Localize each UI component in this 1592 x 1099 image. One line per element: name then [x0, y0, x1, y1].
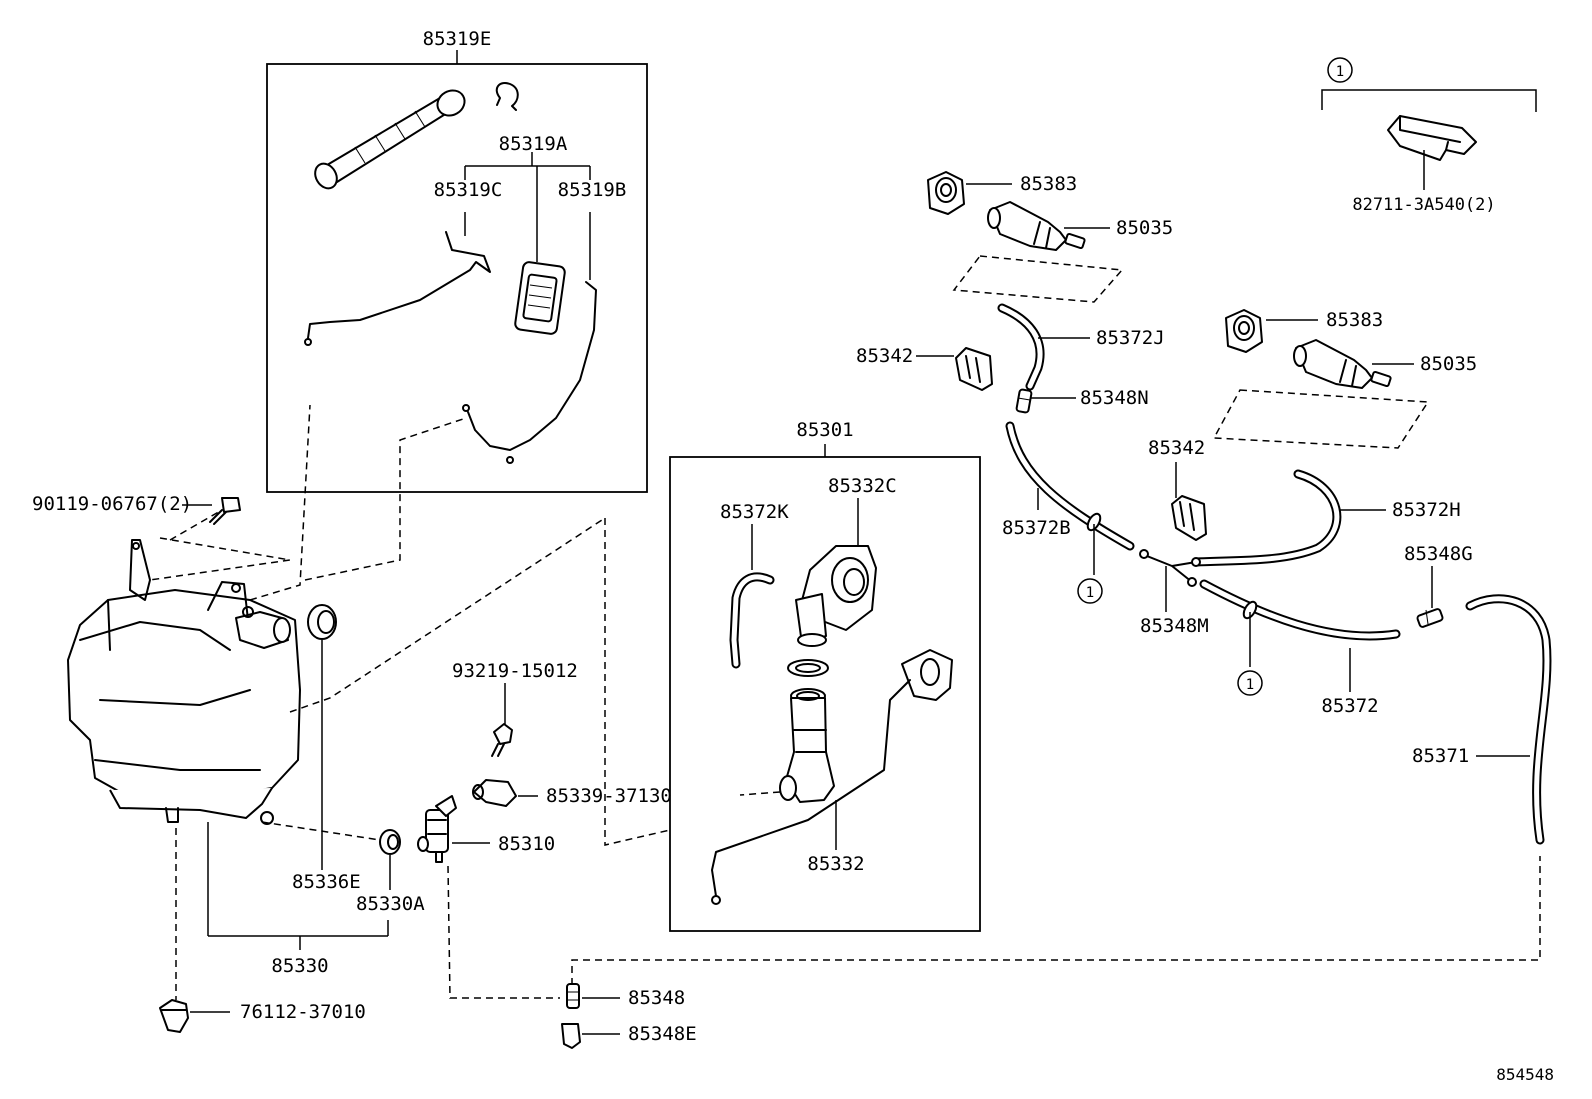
label-93219[interactable]: 93219-15012 [452, 660, 578, 682]
label-85310[interactable]: 85310 [498, 833, 555, 855]
label-85330[interactable]: 85330 [271, 955, 328, 977]
label-76112[interactable]: 76112-37010 [240, 1001, 366, 1023]
hose-85372-part[interactable] [1199, 579, 1401, 641]
filler-neck-85332c-part[interactable] [795, 545, 877, 647]
washer-tank-group: 90119-06767(2) [32, 404, 671, 1033]
washer-tank-part[interactable] [67, 539, 301, 825]
clip-76112-part[interactable] [159, 999, 189, 1033]
label-85372k[interactable]: 85372K [720, 501, 789, 523]
joint-85348-part[interactable] [566, 983, 580, 1009]
label-85348[interactable]: 85348 [628, 987, 685, 1009]
clip-85342-left-part[interactable] [955, 347, 993, 391]
label-85371[interactable]: 85371 [1412, 745, 1469, 767]
nozzle-hose-group: 85383 85035 85372J 85342 85348N [856, 57, 1552, 845]
label-85319e[interactable]: 85319E [423, 28, 492, 50]
label-85319a[interactable]: 85319A [499, 133, 568, 155]
label-85372j[interactable]: 85372J [1096, 327, 1165, 349]
wire-85319b[interactable] [467, 281, 597, 451]
hose-85372k-part[interactable] [729, 572, 775, 669]
clip-85342-right-part[interactable] [1171, 495, 1207, 541]
nozzle-85035-lower-part[interactable] [1293, 339, 1392, 389]
label-90119[interactable]: 90119-06767(2) [32, 493, 192, 515]
label-85372[interactable]: 85372 [1321, 695, 1378, 717]
filler-cap-part[interactable] [901, 649, 953, 701]
hose-85372h-part[interactable] [1191, 469, 1342, 567]
grommet-85336e-part[interactable] [307, 604, 337, 640]
label-85372h[interactable]: 85372H [1392, 499, 1461, 521]
bracket-85339-part[interactable] [472, 779, 517, 807]
bolt-93219-part[interactable] [491, 723, 513, 757]
callout-1-a: 1 [1086, 585, 1094, 601]
label-85336e[interactable]: 85336E [292, 871, 361, 893]
diagram-id: 854548 [1496, 1065, 1554, 1084]
label-85348g[interactable]: 85348G [1404, 543, 1473, 565]
clip-ring-part[interactable] [495, 82, 519, 111]
nozzle-85035-upper-part[interactable] [987, 201, 1086, 251]
filler-tube-85332-part[interactable] [779, 688, 835, 803]
tee-85348m-part[interactable] [1139, 549, 1201, 587]
bolt-90119-part[interactable] [209, 497, 241, 525]
group-85301: 85301 85372K 85332C [669, 419, 981, 932]
label-85342-right[interactable]: 85342 [1148, 437, 1205, 459]
hose-85372j-part[interactable] [997, 303, 1045, 391]
pump-85310-part[interactable] [417, 795, 457, 863]
label-85383-upper[interactable]: 85383 [1020, 173, 1077, 195]
cap-85348e-part[interactable] [561, 1023, 581, 1049]
label-85332c[interactable]: 85332C [828, 475, 897, 497]
hose-85372b-part[interactable] [1005, 421, 1135, 551]
joint-85348n-part[interactable] [1015, 388, 1033, 414]
callout-1-legend: 1 [1336, 64, 1344, 80]
nut-85383-lower-part[interactable] [1225, 309, 1263, 353]
label-85348m[interactable]: 85348M [1140, 615, 1209, 637]
filler-pipe-part[interactable] [311, 86, 469, 193]
label-85319b[interactable]: 85319B [558, 179, 627, 201]
nut-85383-upper-part[interactable] [927, 171, 965, 215]
label-85348e[interactable]: 85348E [628, 1023, 697, 1045]
label-85342-left[interactable]: 85342 [856, 345, 913, 367]
label-85301[interactable]: 85301 [796, 419, 853, 441]
pump-group: 93219-15012 85339-37130 85310 85348 [417, 660, 1541, 1049]
label-85035-upper[interactable]: 85035 [1116, 217, 1173, 239]
wire-85319c[interactable] [307, 231, 491, 339]
callout-1-b: 1 [1246, 677, 1254, 693]
label-85332[interactable]: 85332 [807, 853, 864, 875]
strap-85332-part[interactable] [711, 679, 911, 897]
label-85319c[interactable]: 85319C [434, 179, 503, 201]
label-82711[interactable]: 82711-3A540(2) [1352, 195, 1495, 215]
label-85383-lower[interactable]: 85383 [1326, 309, 1383, 331]
label-85339[interactable]: 85339-37130 [546, 785, 672, 807]
level-sensor-part[interactable] [514, 261, 566, 335]
hose-85371-part[interactable] [1465, 594, 1552, 845]
grommet-85330a-part[interactable] [379, 829, 401, 855]
label-85348n[interactable]: 85348N [1080, 387, 1149, 409]
label-85035-lower[interactable]: 85035 [1420, 353, 1477, 375]
joint-85348g-part[interactable] [1416, 608, 1444, 628]
clip-82711-part[interactable] [1387, 115, 1477, 161]
group-85319e: 85319E 85319A 85319C 85319B [266, 28, 648, 493]
seal-ring-part[interactable] [787, 659, 829, 677]
label-85330a[interactable]: 85330A [356, 893, 425, 915]
label-85372b[interactable]: 85372B [1002, 517, 1071, 539]
